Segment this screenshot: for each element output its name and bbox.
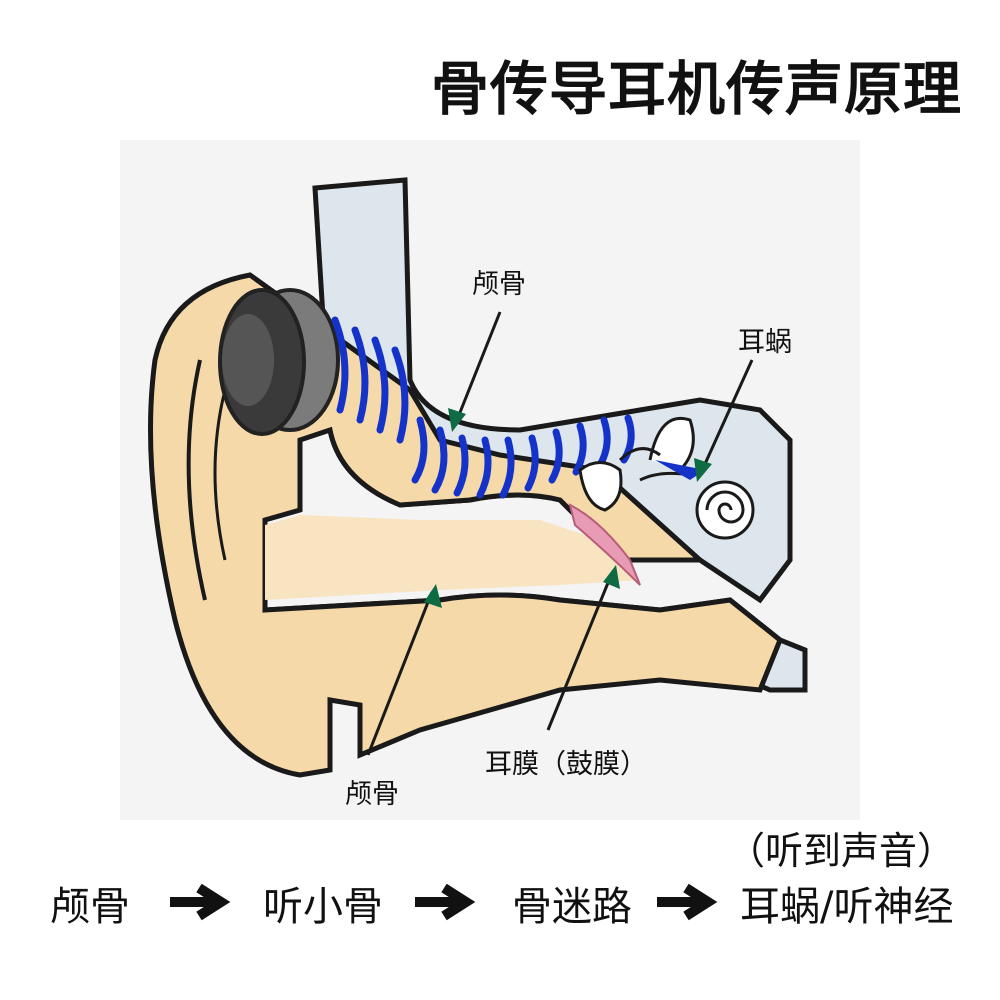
pointer-head-cochlea (694, 458, 712, 482)
label-eardrum: 耳膜（鼓膜） (485, 749, 647, 780)
label-cochlea: 耳蜗 (738, 327, 792, 358)
label-skull-upper: 颅骨 (472, 269, 526, 300)
cochlea-vibration (655, 460, 705, 480)
flow-note: （听到声音） (726, 829, 955, 873)
pointer-head-skull-upper (448, 408, 466, 432)
eardrum (568, 503, 641, 586)
ear-fold-line (186, 359, 207, 601)
flow-step-bony-labyrinth: 骨迷路 (512, 884, 632, 930)
page-title: 骨传导耳机传声原理 (430, 55, 962, 123)
conduction-flow: 颅骨 听小骨 骨迷路 耳蜗/听神经 (0, 860, 1000, 940)
cochlea (618, 417, 755, 540)
headphone-device (218, 288, 340, 436)
pointer-heads (424, 408, 712, 608)
pointer-head-eardrum (603, 565, 620, 589)
arrow-right-icon (415, 883, 476, 921)
label-skull-lower: 颅骨 (345, 779, 399, 810)
pointer-skull-lower (366, 591, 434, 756)
pointer-skull-upper (453, 311, 502, 426)
flow-step-cochlea-nerve: 耳蜗/听神经 (740, 884, 954, 930)
pointer-eardrum (546, 572, 614, 731)
pointer-lines (366, 311, 754, 756)
flow-step-ossicles: 听小骨 (263, 884, 383, 930)
ear-fold-line (213, 389, 227, 561)
arrow-right-icon (657, 883, 718, 921)
pointer-cochlea (698, 359, 754, 476)
flow-step-skull: 颅骨 (50, 884, 130, 930)
vibration-waves (331, 316, 635, 499)
ear-canal (265, 515, 640, 600)
arrow-right-icon (170, 883, 231, 921)
pointer-head-skull-lower (424, 584, 442, 608)
ossicles (578, 461, 623, 512)
